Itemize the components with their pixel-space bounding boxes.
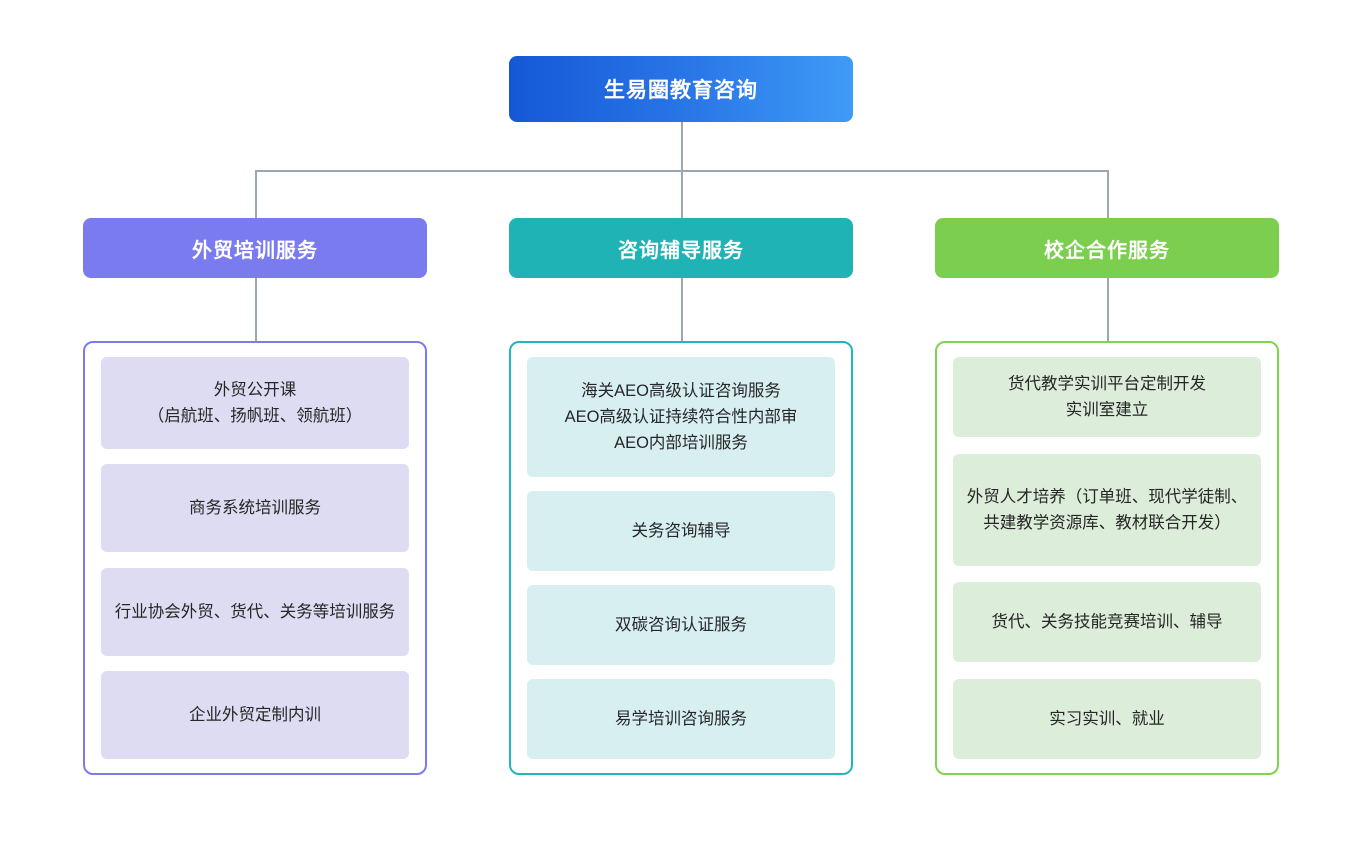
panel-item[interactable]: 企业外贸定制内训 (101, 670, 409, 759)
branch-header-1[interactable]: 外贸培训服务 (83, 218, 427, 278)
branch-header-2[interactable]: 咨询辅导服务 (509, 218, 853, 278)
connector-drop-branch-1 (255, 170, 257, 218)
panel-item[interactable]: 商务系统培训服务 (101, 464, 409, 553)
panel-item[interactable]: 实习实训、就业 (953, 678, 1261, 759)
panel-item[interactable]: 易学培训咨询服务 (527, 679, 835, 759)
panel-item[interactable]: 双碳咨询认证服务 (527, 585, 835, 665)
panel-item[interactable]: 外贸人才培养（订单班、现代学徒制、共建教学资源库、教材联合开发） (953, 453, 1261, 566)
branch-panel-1: 外贸公开课 （启航班、扬帆班、领航班） 商务系统培训服务 行业协会外贸、货代、关… (83, 341, 427, 775)
panel-item[interactable]: 货代、关务技能竞赛培训、辅导 (953, 582, 1261, 663)
panel-item[interactable]: 行业协会外贸、货代、关务等培训服务 (101, 567, 409, 656)
branch-column-consulting-tutoring: 咨询辅导服务 海关AEO高级认证咨询服务 AEO高级认证持续符合性内部审 AEO… (509, 218, 853, 775)
root-node[interactable]: 生易圈教育咨询 (509, 56, 853, 122)
branch-panel-2: 海关AEO高级认证咨询服务 AEO高级认证持续符合性内部审 AEO内部培训服务 … (509, 341, 853, 775)
connector-drop-branch-2 (681, 170, 683, 218)
panel-item[interactable]: 海关AEO高级认证咨询服务 AEO高级认证持续符合性内部审 AEO内部培训服务 (527, 357, 835, 477)
connector-stem-branch-3 (1107, 278, 1109, 341)
panel-item[interactable]: 外贸公开课 （启航班、扬帆班、领航班） (101, 357, 409, 449)
connector-root-stem (681, 122, 683, 171)
panel-item[interactable]: 货代教学实训平台定制开发 实训室建立 (953, 357, 1261, 437)
branch-column-school-enterprise-cooperation: 校企合作服务 货代教学实训平台定制开发 实训室建立 外贸人才培养（订单班、现代学… (935, 218, 1279, 775)
connector-drop-branch-3 (1107, 170, 1109, 218)
branch-panel-3: 货代教学实训平台定制开发 实训室建立 外贸人才培养（订单班、现代学徒制、共建教学… (935, 341, 1279, 775)
branch-header-3[interactable]: 校企合作服务 (935, 218, 1279, 278)
connector-stem-branch-2 (681, 278, 683, 341)
connector-stem-branch-1 (255, 278, 257, 341)
branch-column-foreign-trade-training: 外贸培训服务 外贸公开课 （启航班、扬帆班、领航班） 商务系统培训服务 行业协会… (83, 218, 427, 775)
panel-item[interactable]: 关务咨询辅导 (527, 491, 835, 571)
